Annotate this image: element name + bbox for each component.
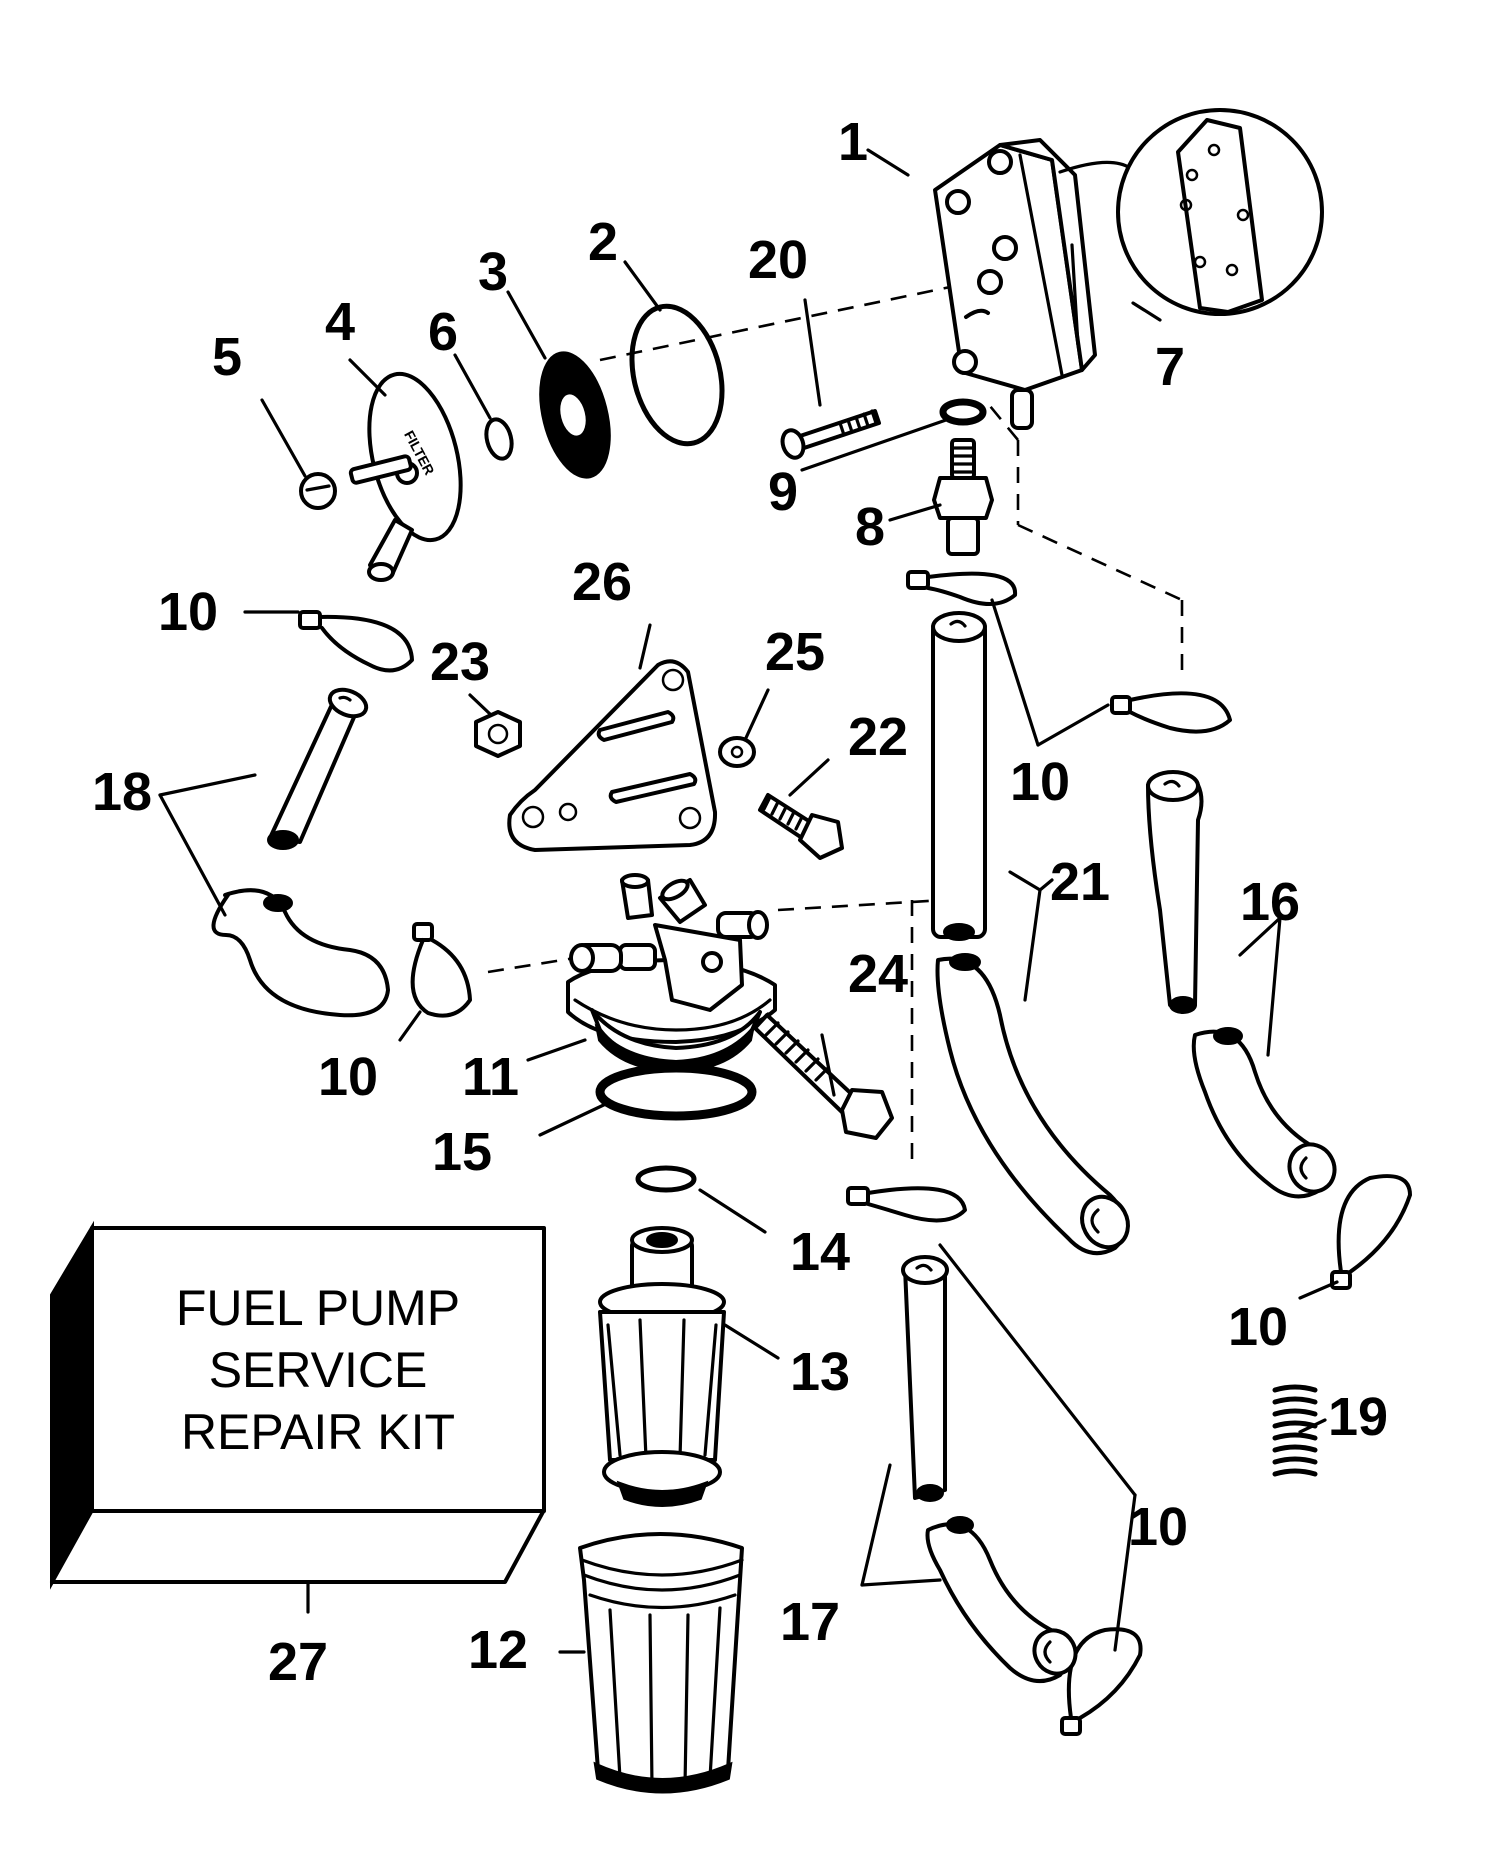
o-ring-6 <box>484 417 514 461</box>
kit-label-line-2: SERVICE <box>209 1342 428 1398</box>
fitting-8 <box>932 438 994 556</box>
callout-24: 24 <box>848 944 908 1004</box>
hose-21-straight <box>931 611 987 941</box>
callout-10-b: 10 <box>1010 752 1070 812</box>
callout-numbers: 1 2 3 4 5 6 7 8 9 20 10 26 23 25 22 10 1… <box>92 112 1388 1692</box>
callout-10-f: 10 <box>1228 1297 1288 1357</box>
callout-25: 25 <box>765 622 825 682</box>
screw-5 <box>299 454 413 510</box>
callout-12: 12 <box>468 1620 528 1680</box>
o-ring-14 <box>635 1165 697 1193</box>
hose-17-straight <box>901 1255 949 1502</box>
callout-10-d: 10 <box>318 1047 378 1107</box>
callout-26: 26 <box>572 552 632 612</box>
bolt-24 <box>753 1012 894 1140</box>
fuel-pump <box>933 138 1132 430</box>
clamp-10-e <box>846 1186 967 1223</box>
bracket-26 <box>507 659 718 852</box>
clamp-10-b <box>906 570 1018 606</box>
hose-16-upper <box>1146 770 1204 1014</box>
clamp-10-f <box>1330 1174 1412 1290</box>
callout-14: 14 <box>790 1222 850 1282</box>
callout-8: 8 <box>855 497 885 557</box>
leader-lines <box>158 148 1339 1654</box>
callout-20: 20 <box>748 230 808 290</box>
callout-13: 13 <box>790 1342 850 1402</box>
washer-9 <box>939 398 987 426</box>
hose-18-straight <box>267 687 369 850</box>
callout-19: 19 <box>1328 1387 1388 1447</box>
callout-5: 5 <box>212 327 242 387</box>
callout-22: 22 <box>848 707 908 767</box>
filter-head-11 <box>566 873 777 1073</box>
kit-label-line-3: REPAIR KIT <box>181 1404 455 1460</box>
callout-10-a: 10 <box>158 582 218 642</box>
clamp-10-a <box>298 610 414 673</box>
callout-17: 17 <box>780 1592 840 1652</box>
o-ring-2 <box>629 303 725 447</box>
hose-16-lower <box>1191 1027 1337 1199</box>
screw-20 <box>780 409 881 460</box>
filter-element-13 <box>598 1226 726 1507</box>
filter-bowl-12 <box>578 1532 744 1794</box>
clamp-10-d <box>410 922 472 1018</box>
callout-9: 9 <box>768 462 798 522</box>
callout-1: 1 <box>838 112 868 172</box>
hose-18-bent <box>211 888 390 1018</box>
callout-11: 11 <box>462 1047 519 1107</box>
callout-15: 15 <box>432 1122 492 1182</box>
callout-3: 3 <box>478 242 508 302</box>
o-ring-15 <box>595 1063 757 1121</box>
callout-7: 7 <box>1155 337 1185 397</box>
callout-18: 18 <box>92 762 152 822</box>
callout-16: 16 <box>1240 872 1300 932</box>
kit-label-line-1: FUEL PUMP <box>176 1280 460 1336</box>
callout-10-e: 10 <box>1128 1497 1188 1557</box>
gasket-detail <box>1116 108 1324 316</box>
hose-17-curved <box>925 1516 1078 1684</box>
callout-23: 23 <box>430 632 490 692</box>
callout-6: 6 <box>428 302 458 362</box>
callout-27: 27 <box>268 1632 328 1692</box>
hose-21-curved <box>935 953 1130 1256</box>
callout-2: 2 <box>588 212 618 272</box>
callout-4: 4 <box>325 292 355 352</box>
spring-19 <box>1272 1384 1318 1477</box>
washer-25 <box>718 736 756 768</box>
nut-23 <box>474 710 522 758</box>
clamp-10-c <box>1110 691 1232 734</box>
callout-21: 21 <box>1050 852 1110 912</box>
repair-kit-box <box>50 1220 546 1590</box>
filter-screen-3 <box>539 351 611 479</box>
bolt-22 <box>758 793 844 860</box>
